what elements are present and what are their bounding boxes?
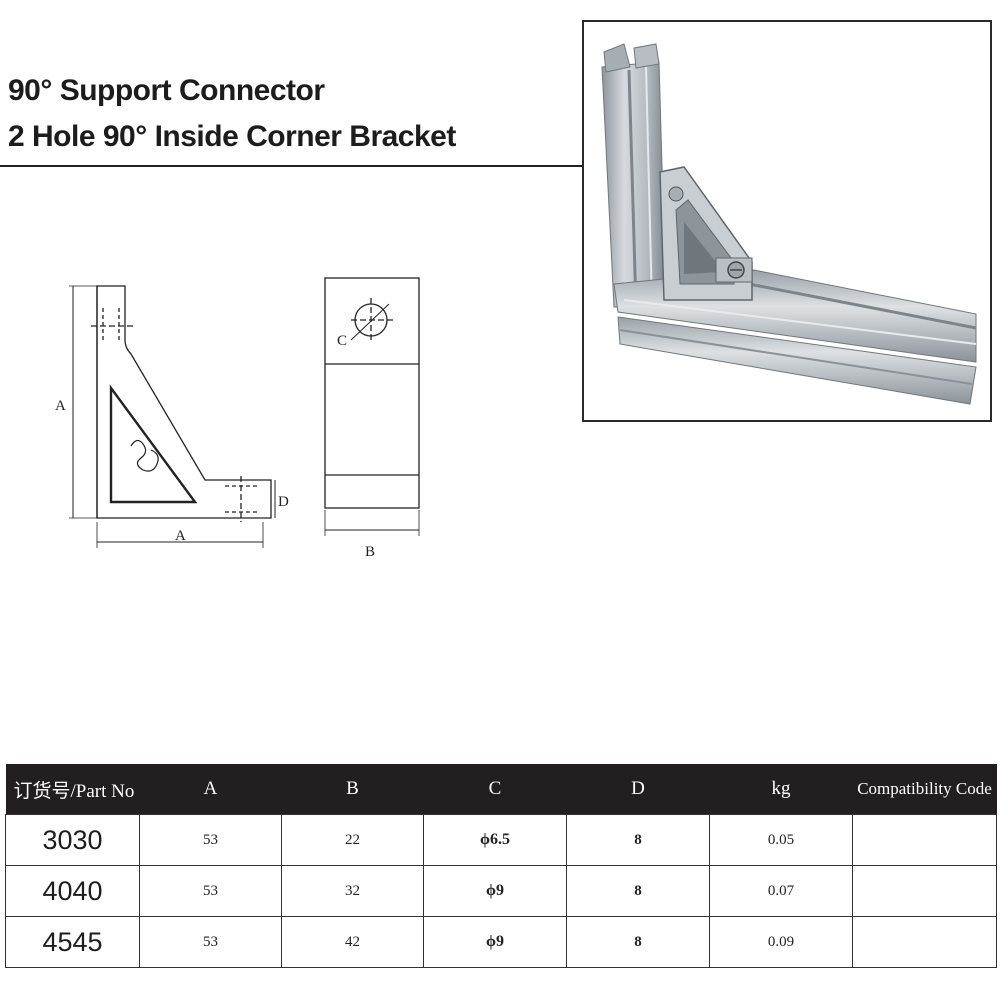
col-header-b: B — [281, 764, 424, 815]
title-line-2: 2 Hole 90° Inside Corner Bracket — [8, 120, 456, 153]
cell-compatibility-code — [852, 865, 997, 917]
product-photo-illustration — [601, 43, 977, 405]
cell-kg: 0.05 — [709, 814, 853, 866]
cell-compatibility-code — [852, 814, 997, 866]
cell-d: 8 — [566, 814, 710, 866]
cell-part-no: 3030 — [5, 814, 140, 866]
dim-label-d: D — [278, 494, 289, 510]
technical-drawing: A A D C B — [55, 277, 420, 560]
cell-a: 53 — [139, 916, 282, 968]
col-header-c: C — [423, 764, 567, 815]
cell-d: 8 — [566, 916, 710, 968]
col-header-d: D — [566, 764, 710, 815]
cell-c: ϕ9 — [423, 916, 567, 968]
cell-part-no: 4545 — [5, 916, 140, 968]
cell-b: 32 — [281, 865, 424, 917]
title-line-1: 90° Support Connector — [8, 74, 325, 107]
col-header-part-no: 订货号/Part No — [5, 764, 140, 815]
cell-b: 22 — [281, 814, 424, 866]
dim-label-a-horizontal: A — [175, 528, 186, 544]
product-photo-frame — [582, 20, 992, 422]
table-row: 4545 53 42 ϕ9 8 0.09 — [5, 916, 997, 968]
col-header-a: A — [139, 764, 282, 815]
dim-label-c: C — [337, 333, 347, 349]
table-row: 4040 53 32 ϕ9 8 0.07 — [5, 865, 997, 917]
spec-table: 订货号/Part No A B C D kg Compatibility Cod… — [5, 764, 997, 968]
cell-b: 42 — [281, 916, 424, 968]
table-header-row: 订货号/Part No A B C D kg Compatibility Cod… — [5, 764, 997, 815]
col-header-kg: kg — [709, 764, 853, 815]
col-header-compatibility-code: Compatibility Code — [852, 764, 997, 815]
cell-part-no: 4040 — [5, 865, 140, 917]
cell-a: 53 — [139, 865, 282, 917]
cell-c: ϕ6.5 — [423, 814, 567, 866]
cell-kg: 0.09 — [709, 916, 853, 968]
cell-a: 53 — [139, 814, 282, 866]
cell-compatibility-code — [852, 916, 997, 968]
cell-d: 8 — [566, 865, 710, 917]
cell-kg: 0.07 — [709, 865, 853, 917]
title-divider — [0, 165, 585, 167]
dim-label-b: B — [365, 544, 375, 560]
dim-label-a-vertical: A — [55, 398, 66, 414]
front-view-drawing — [324, 277, 420, 536]
table-row: 3030 53 22 ϕ6.5 8 0.05 — [5, 814, 997, 866]
cell-c: ϕ9 — [423, 865, 567, 917]
side-view-drawing — [69, 285, 276, 548]
